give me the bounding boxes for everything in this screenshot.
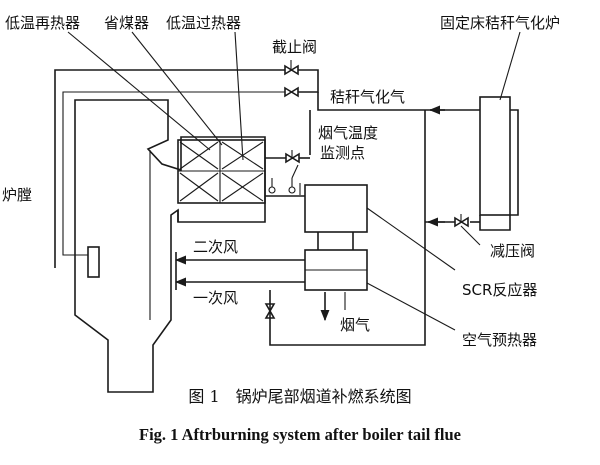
label-furnace: 炉膛 [2, 186, 32, 204]
burner-box [87, 246, 100, 278]
label-straw-gas: 秸秆气化气 [330, 88, 405, 106]
label-flue-temp-1: 烟气温度 [318, 124, 378, 142]
flue-temp-valve [285, 152, 300, 164]
pressure-reducing-valve-symbol [454, 214, 469, 228]
gasifier-box [479, 96, 511, 216]
temp-sensor-1 [268, 186, 276, 194]
label-economizer: 省煤器 [104, 14, 149, 32]
label-air-preheater: 空气预热器 [462, 331, 537, 349]
label-flue-temp-2: 监测点 [320, 144, 365, 162]
air-valve [264, 303, 276, 319]
heat-exchanger-tubes [179, 141, 264, 202]
label-secondary-air: 二次风 [193, 238, 238, 256]
label-low-temp-reheater: 低温再热器 [5, 14, 80, 32]
caption-english: Fig. 1 Aftrburning system after boiler t… [139, 425, 461, 444]
label-pressure-reducing-valve: 减压阀 [490, 242, 535, 260]
label-primary-air: 一次风 [193, 289, 238, 307]
gas-pipe-top-loop [54, 69, 285, 268]
stop-valve [284, 60, 299, 98]
label-gasifier: 固定床秸秆气化炉 [440, 14, 560, 32]
temp-sensor-2 [288, 186, 296, 194]
caption-chinese: 图 1 锅炉尾部烟道补燃系统图 [188, 387, 411, 406]
label-scr-reactor: SCR反应器 [462, 281, 537, 299]
label-flue-gas: 烟气 [340, 316, 370, 334]
label-low-temp-superheater: 低温过热器 [166, 14, 241, 32]
label-stop-valve: 截止阀 [272, 38, 317, 56]
scr-reactor-box [304, 184, 368, 233]
gas-pipe-top-loop-inner [62, 91, 285, 256]
